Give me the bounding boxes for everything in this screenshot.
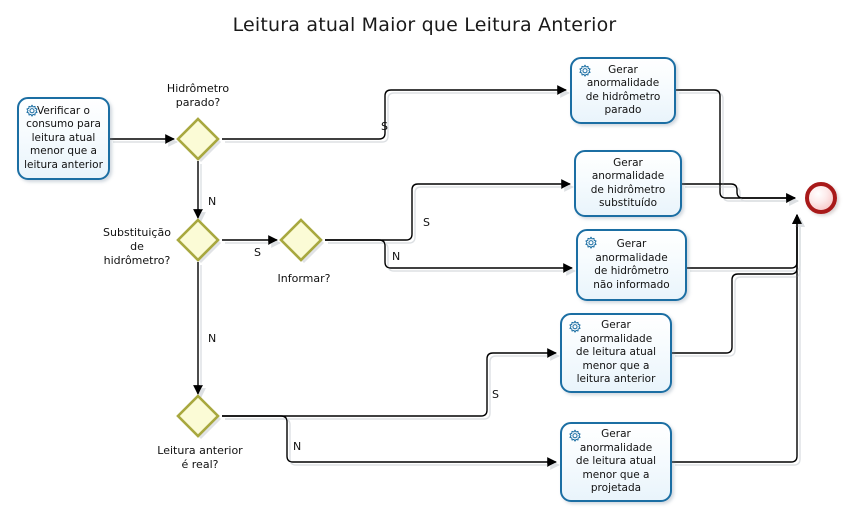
gear-icon bbox=[569, 320, 581, 333]
task-label: Verificar o consumo para leitura atual m… bbox=[24, 104, 103, 171]
edge-parado-to-end bbox=[676, 89, 796, 203]
task-gerar-anormalidade-leitura-atual-menor-projetada[interactable]: Gerar anormalidade de leitura atual meno… bbox=[560, 422, 672, 502]
edge-label-real-s: S bbox=[492, 388, 499, 401]
task-gerar-anormalidade-hidrometro-nao-informado[interactable]: Gerar anormalidade de hidrômetro não inf… bbox=[576, 229, 687, 301]
end-event[interactable] bbox=[805, 182, 837, 214]
task-label: Gerar anormalidade de leitura atual meno… bbox=[575, 319, 657, 386]
task-label: Gerar anormalidade de leitura atual meno… bbox=[575, 428, 657, 495]
task-gerar-anormalidade-leitura-atual-menor-anterior[interactable]: Gerar anormalidade de leitura atual meno… bbox=[560, 313, 672, 393]
task-label: Gerar anormalidade de hidrômetro parado bbox=[585, 63, 661, 117]
task-label: Gerar anormalidade de hidrômetro não inf… bbox=[593, 238, 670, 291]
gateway-substituicao-hidrometro[interactable] bbox=[176, 218, 221, 263]
edge-label-substituicao-s: S bbox=[254, 246, 261, 259]
task-gerar-anormalidade-hidrometro-substituido[interactable]: Gerar anormalidade de hidrômetro substit… bbox=[574, 150, 682, 217]
edge-label-parado-s: S bbox=[381, 120, 388, 133]
page-title: Leitura atual Maior que Leitura Anterior bbox=[232, 14, 617, 36]
edge-label-informar-s: S bbox=[423, 216, 430, 229]
gear-icon bbox=[26, 104, 38, 117]
edge-label-parado-n: N bbox=[208, 195, 217, 208]
gateway-label-substituicao: Substituição de hidrômetro? bbox=[103, 226, 171, 267]
edge-leituraanterior-to-end bbox=[672, 214, 802, 354]
gear-icon bbox=[579, 64, 591, 77]
task-gerar-anormalidade-hidrometro-parado[interactable]: Gerar anormalidade de hidrômetro parado bbox=[570, 57, 676, 124]
gateway-label-leitura-anterior-real: Leitura anterior é real? bbox=[157, 444, 243, 471]
edge-label-substituicao-n: N bbox=[208, 332, 217, 345]
gateway-informar[interactable] bbox=[279, 218, 324, 263]
edge-real-n bbox=[222, 415, 557, 467]
edge-projetada-to-end bbox=[672, 214, 802, 463]
gateway-hidrometro-parado[interactable] bbox=[176, 117, 221, 162]
gateway-label-informar: Informar? bbox=[277, 272, 331, 285]
edge-naoinformado-to-end bbox=[687, 214, 802, 269]
edge-parado-s bbox=[222, 85, 567, 140]
edge-informar-s bbox=[325, 179, 571, 241]
edge-informar-n bbox=[325, 239, 573, 273]
edge-real-s bbox=[222, 348, 557, 417]
gateway-label-hidrometro-parado: Hidrômetro parado? bbox=[166, 82, 230, 109]
task-verificar-consumo[interactable]: Verificar o consumo para leitura atual m… bbox=[17, 97, 110, 180]
gear-icon bbox=[585, 236, 597, 249]
task-label: Gerar anormalidade de hidrômetro substit… bbox=[590, 156, 666, 210]
edge-substituido-to-end bbox=[682, 183, 796, 203]
gateway-leitura-anterior-real[interactable] bbox=[176, 394, 221, 439]
gear-icon bbox=[569, 429, 581, 442]
edge-label-real-n: N bbox=[293, 440, 302, 453]
edge-label-informar-n: N bbox=[392, 250, 401, 263]
